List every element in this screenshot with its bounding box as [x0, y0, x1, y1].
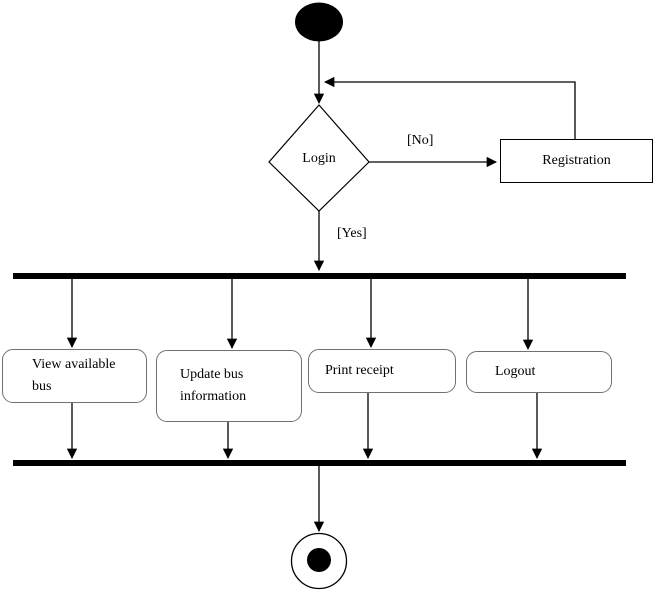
- final-node-inner: [307, 548, 331, 572]
- activity-label-line: Logout: [495, 364, 536, 379]
- activity-logout: Logout: [466, 351, 612, 393]
- activity-label-line: View available: [32, 357, 116, 372]
- registration-label: Registration: [542, 153, 611, 168]
- activity-label-line: Print receipt: [325, 363, 394, 378]
- activity-label-line: bus: [32, 379, 52, 394]
- guard-yes-label: [Yes]: [337, 226, 367, 241]
- guard-no-label: [No]: [407, 133, 434, 148]
- registration-box: Registration: [500, 139, 653, 183]
- edge-registration-return: [323, 76, 576, 139]
- activity-update-bus-information: Update bus information: [156, 350, 302, 422]
- activity-label-line: information: [180, 389, 247, 404]
- initial-node: [295, 2, 343, 42]
- activity-label-line: Update bus: [180, 367, 244, 382]
- decision-login-label: Login: [302, 151, 336, 166]
- activity-print-receipt: Print receipt: [308, 349, 456, 393]
- fork-bar: [13, 273, 626, 279]
- activity-view-available-bus: View available bus: [2, 349, 147, 403]
- join-bar: [13, 460, 626, 466]
